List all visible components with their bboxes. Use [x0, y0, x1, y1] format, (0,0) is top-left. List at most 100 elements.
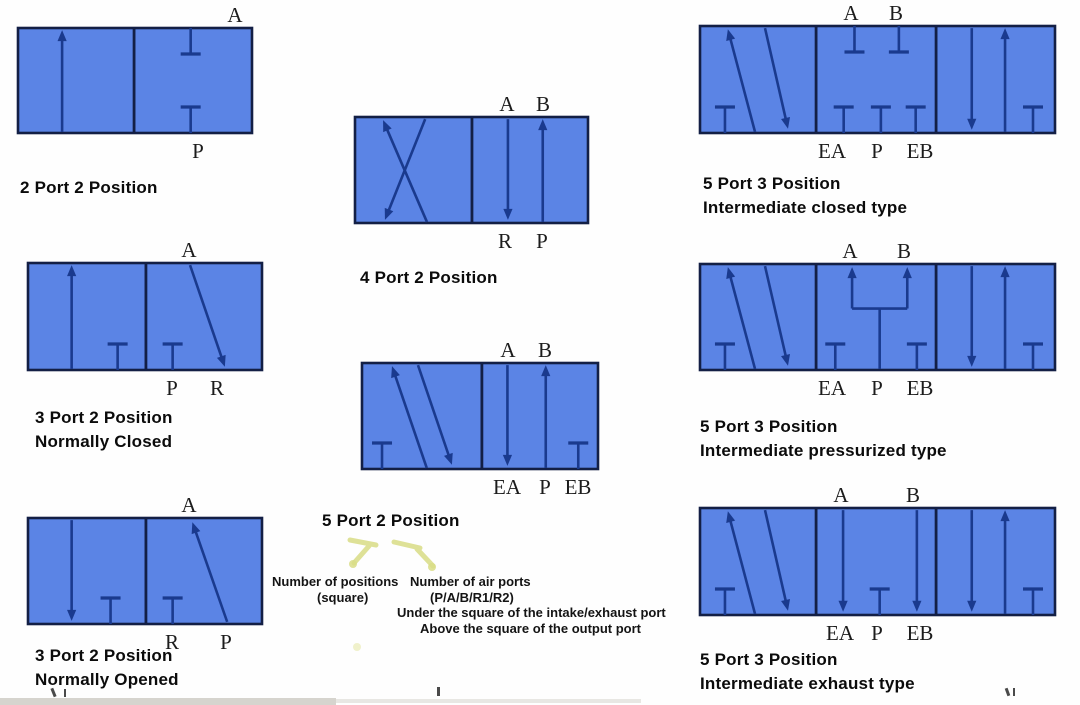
port-label: EB [907, 139, 934, 163]
port-label: EA [826, 621, 855, 645]
flow-arrow-head [781, 116, 791, 129]
flow-arrow-head [912, 600, 922, 612]
caption-4p2p: 4 Port 2 Position [360, 266, 498, 290]
port-label: A [181, 493, 197, 517]
flow-arrow-shaft [387, 118, 427, 212]
flow-arrow-shaft [416, 364, 451, 457]
port-label: A [499, 92, 515, 116]
caption-line: 2 Port 2 Position [20, 178, 158, 197]
port-label: R [498, 229, 512, 253]
caption-line: 5 Port 3 Position [700, 650, 838, 669]
valve-body [360, 361, 600, 471]
port-label: A [843, 1, 859, 25]
port-label: P [871, 376, 883, 400]
flow-arrow-shaft [763, 509, 788, 603]
port-label: B [538, 338, 552, 362]
port-label: P [166, 376, 178, 400]
port-label: EB [907, 376, 934, 400]
note-number-of-air-ports: Number of air ports [410, 574, 531, 589]
flow-arrow-shaft [728, 519, 757, 615]
valve-body [698, 262, 1057, 372]
flow-arrow-head [726, 511, 736, 524]
port-label: EB [565, 475, 592, 499]
flow-arrow-head [847, 267, 857, 279]
flow-arrow-head [67, 265, 77, 277]
valve-symbol: AP [16, 3, 254, 163]
flow-arrow-shaft [763, 27, 788, 121]
valve-symbol: A B EA P EB [698, 1, 1057, 163]
valve-3-port-2-position-no: A R P [18, 492, 272, 663]
port-label: B [897, 239, 911, 263]
caption-line: 3 Port 2 Position [35, 646, 173, 665]
flow-arrow-head [902, 267, 912, 279]
flow-arrow-head [726, 267, 736, 279]
flow-arrow-head [383, 120, 392, 133]
caption-5p3p-closed: 5 Port 3 Position Intermediate closed ty… [703, 172, 907, 220]
port-label: EA [818, 139, 847, 163]
caption-line: 5 Port 2 Position [322, 511, 460, 530]
flow-arrow-head [967, 600, 977, 612]
flow-arrow-head [391, 366, 400, 379]
flow-arrow-head [1000, 266, 1010, 278]
yellow-arrow-right-head [428, 563, 436, 571]
flow-arrow-shaft [393, 374, 428, 469]
flow-arrow-head [781, 598, 791, 611]
caption-3p2p-nc: 3 Port 2 Position Normally Closed [35, 406, 173, 454]
port-label: A [181, 238, 197, 262]
flow-arrow-head [1000, 510, 1010, 522]
cropped-text-artifact [1004, 687, 1011, 697]
flow-arrow-head [538, 119, 548, 131]
valve-body [698, 24, 1057, 135]
yellow-arrow-left-shaft [351, 543, 372, 566]
flow-arrow-head [191, 522, 201, 535]
caption-line: Normally Closed [35, 432, 173, 451]
caption-line: Intermediate pressurized type [700, 441, 947, 460]
flow-arrow-head [726, 29, 736, 42]
port-label: P [220, 630, 232, 654]
valve-body [698, 506, 1057, 617]
port-label: EA [493, 475, 522, 499]
flow-arrow-shaft [385, 127, 429, 223]
flow-arrow-shaft [194, 530, 229, 623]
flow-arrow-head [541, 365, 551, 377]
flow-arrow-head [444, 452, 453, 465]
caption-line: 3 Port 2 Position [35, 408, 173, 427]
port-label: B [889, 1, 903, 25]
port-label: A [500, 338, 516, 362]
bottom-artifact-strip [0, 698, 336, 705]
note-square: (square) [317, 590, 369, 605]
port-label: EB [907, 621, 934, 645]
flow-arrow-head [967, 355, 977, 367]
yellow-arrow-left-head [349, 560, 357, 568]
cropped-text-artifact [437, 687, 440, 696]
flow-arrow-shaft [188, 264, 224, 359]
caption-line: Normally Opened [35, 670, 179, 689]
flow-arrow-head [216, 354, 226, 367]
caption-line: 5 Port 3 Position [703, 174, 841, 193]
caption-5p3p-pressurized: 5 Port 3 Position Intermediate pressuriz… [700, 415, 947, 463]
cropped-text-artifact [64, 689, 66, 697]
port-label: P [871, 139, 883, 163]
note-number-of-positions: Number of positions [272, 574, 399, 589]
caption-line: 4 Port 2 Position [360, 268, 498, 287]
note-under-square: Under the square of the intake/exhaust p… [397, 605, 666, 620]
caption-line: Intermediate closed type [703, 198, 908, 217]
port-label: P [539, 475, 551, 499]
flow-arrow-head [1000, 28, 1010, 40]
port-label: B [536, 92, 550, 116]
flow-arrow-head [838, 600, 848, 612]
flow-arrow-head [384, 207, 394, 220]
port-label: P [192, 139, 204, 163]
caption-5p2p: 5 Port 2 Position [322, 509, 460, 533]
flow-arrow-head [502, 454, 513, 466]
port-label: R [165, 630, 179, 654]
port-label: A [227, 3, 243, 27]
port-label: EA [818, 376, 847, 400]
